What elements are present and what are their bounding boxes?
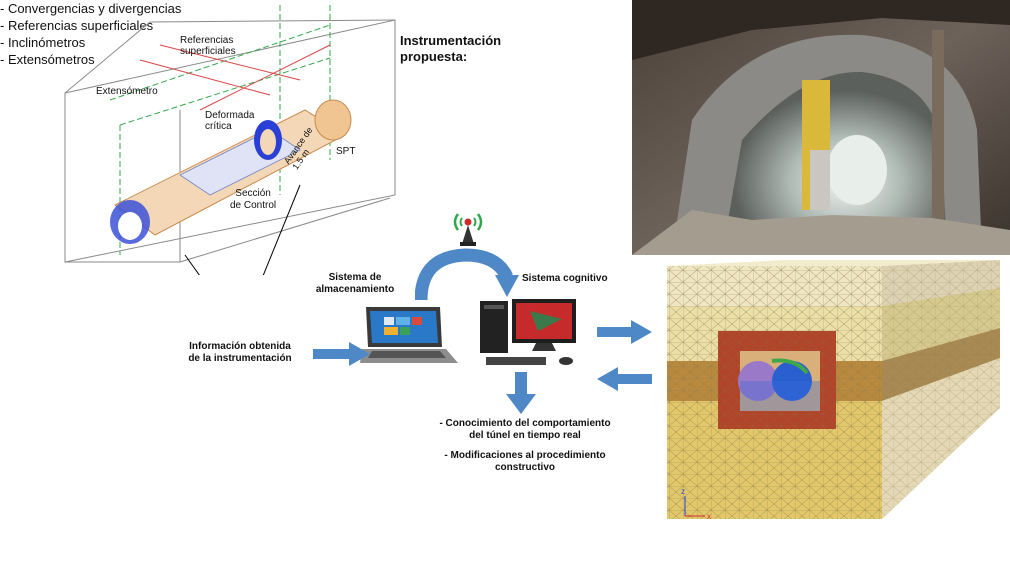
arrow-to-laptop <box>313 342 370 366</box>
label-seccion-control: Sección de Control <box>230 188 277 211</box>
label-cognitive-system: Sistema cognitivo <box>522 273 608 284</box>
tunnel-photo <box>632 0 1010 255</box>
list-item: - Convergencias y divergencias <box>0 1 182 16</box>
finite-element-model <box>667 260 1000 519</box>
instrumentation-title-line2: propuesta: <box>400 49 468 64</box>
instrumentation-title: Instrumentación propuesta: <box>400 33 600 65</box>
storage-line2: almacenamiento <box>315 284 395 295</box>
info-line2: de la instrumentación <box>188 353 292 364</box>
list-item: - Referencias superficiales <box>0 18 154 33</box>
outcome2-line1: - Modificaciones al procedimiento <box>444 450 606 461</box>
pointer-lines <box>184 184 301 275</box>
surface-marker-lines <box>139 44 331 111</box>
desktop-computer-icon <box>480 299 576 365</box>
tunnel-instrumentation-sketch <box>64 5 396 275</box>
label-deformada-critica: Deformada crítica <box>205 110 255 132</box>
outcome1-line1: - Conocimiento del comportamiento <box>439 418 611 429</box>
list-item: - Inclinómetros <box>0 35 86 50</box>
label-referencias-superficiales: Referencias superficiales <box>180 35 236 57</box>
arrow-to-model <box>597 320 652 344</box>
info-line1: Información obtenida <box>189 341 291 352</box>
antenna-icon <box>453 213 483 246</box>
curved-arrow <box>415 248 519 301</box>
arrow-from-model <box>597 367 652 391</box>
support-post <box>932 30 944 220</box>
outcome2-line2: constructivo <box>494 462 555 473</box>
outcome-modifications: - Modificaciones al procedimiento constr… <box>430 450 620 474</box>
list-item: - Extensómetros <box>0 52 95 67</box>
label-storage-system: Sistema de almacenamiento <box>300 272 410 296</box>
instrumentation-title-line1: Instrumentación <box>400 33 502 48</box>
label-spt: SPT <box>336 146 356 157</box>
instrumentation-list: - Convergencias y divergencias - Referen… <box>0 0 1010 68</box>
laptop-icon <box>360 307 458 363</box>
outcome-realtime: - Conocimiento del comportamiento del tú… <box>430 418 620 442</box>
axis-label-z: z <box>681 487 685 496</box>
label-extensometro: Extensómetro <box>96 86 158 97</box>
outcome1-line2: del túnel en tiempo real <box>469 430 581 441</box>
label-info-obtained: Información obtenida de la instrumentaci… <box>160 341 320 365</box>
tunnel-body <box>110 99 352 244</box>
storage-line1: Sistema de <box>328 272 382 283</box>
axis-label-x: x <box>707 512 711 521</box>
arrow-down-outcomes <box>506 372 536 414</box>
